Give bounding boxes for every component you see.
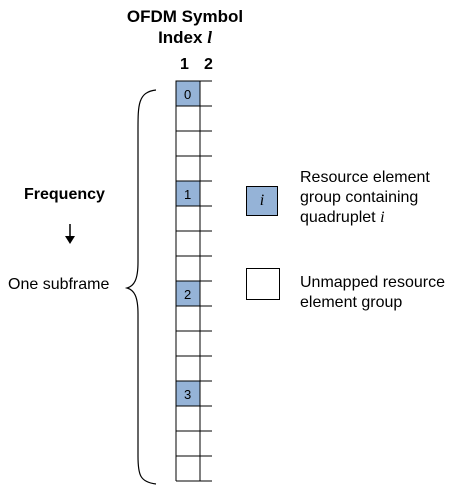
legend-mapped-text: Resource element group containing quadru… xyxy=(300,168,430,228)
legend-swatch-symbol: i xyxy=(259,192,265,209)
legend-quadruplet-symbol: i xyxy=(380,209,385,226)
down-arrow-icon xyxy=(65,224,75,244)
title-index-text: Index xyxy=(158,28,208,47)
legend-mapped-line-2: group containing xyxy=(300,189,419,206)
frequency-label: Frequency xyxy=(24,186,105,203)
quadruplet-label: 1 xyxy=(184,187,191,202)
legend-quadruplet-text: quadruplet xyxy=(300,209,381,226)
title-line-1: OFDM Symbol xyxy=(126,7,244,26)
legend-unmapped-line-2: element group xyxy=(300,294,403,311)
legend-mapped-line-3: quadruplet i xyxy=(300,208,430,228)
column-label-1: 1 xyxy=(180,56,189,73)
legend-unmapped-text: Unmapped resource element group xyxy=(300,273,445,313)
legend-unmapped-line-1: Unmapped resource xyxy=(300,274,445,291)
column-label-2: 2 xyxy=(204,56,213,73)
resource-grid: 0 1 2 3 xyxy=(175,80,212,482)
axis-title: OFDM Symbol Index l xyxy=(120,6,250,48)
quadruplet-label: 2 xyxy=(184,287,191,302)
quadruplet-label: 0 xyxy=(184,87,191,102)
legend-mapped-line-1: Resource element xyxy=(300,169,430,186)
title-index-symbol: l xyxy=(207,28,212,47)
one-subframe-label: One subframe xyxy=(8,276,110,293)
legend-swatch-mapped: i xyxy=(246,186,278,216)
legend-swatch-unmapped xyxy=(246,268,280,300)
title-line-2: Index l xyxy=(120,27,250,48)
quadruplet-label: 3 xyxy=(184,387,191,402)
subframe-brace xyxy=(124,89,157,485)
